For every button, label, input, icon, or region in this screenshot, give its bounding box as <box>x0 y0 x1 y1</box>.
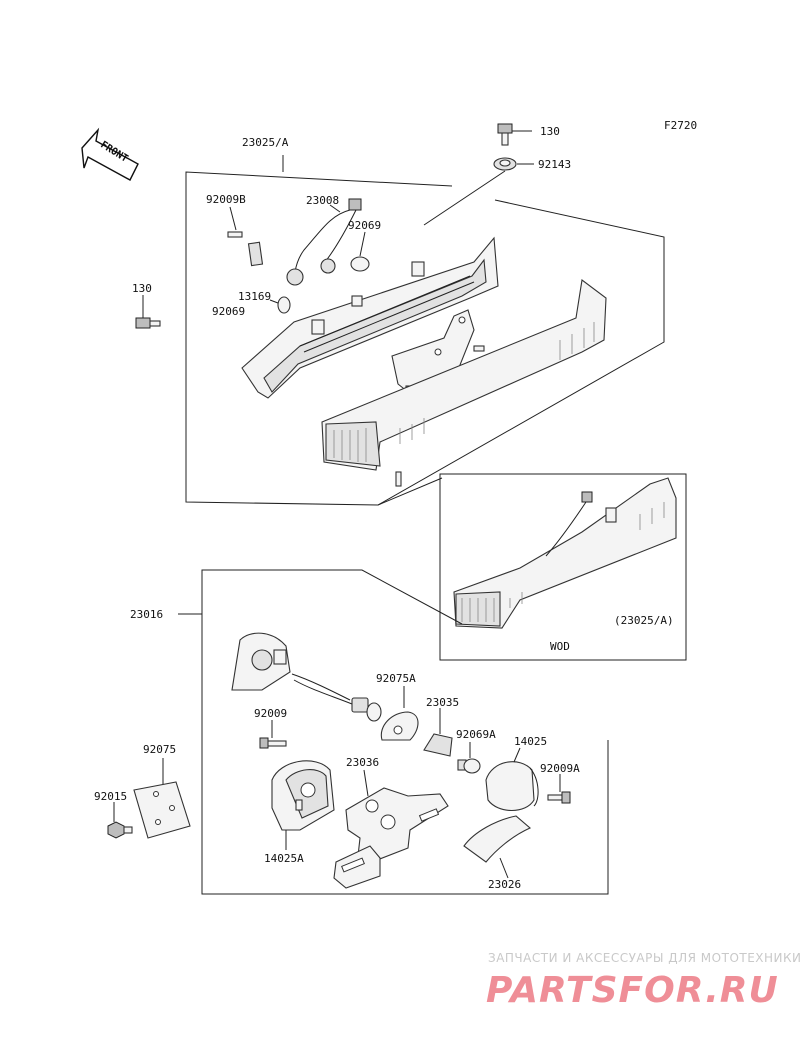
label-92069a: 92069A <box>456 728 496 741</box>
inset-ref-label: (23025/A) <box>614 614 674 627</box>
label-23026: 23026 <box>488 878 521 891</box>
tail-lamp-housing <box>241 236 499 399</box>
label-23035: 23035 <box>426 696 459 709</box>
label-92075a: 92075A <box>376 672 416 685</box>
tail-lamp-lens <box>321 279 607 487</box>
label-23016: 23016 <box>130 608 163 621</box>
inset-variant-label: WOD <box>550 640 570 653</box>
grommet-92143 <box>423 157 534 226</box>
watermark-tagline: ЗАПЧАСТИ И АКСЕССУАРЫ ДЛЯ МОТОТЕХНИКИ <box>488 951 800 965</box>
label-23025a: 23025/A <box>242 136 289 149</box>
lens-14025 <box>485 747 539 812</box>
wod-inset-box <box>439 473 687 661</box>
lamp-socket-wiring <box>291 673 382 722</box>
socket-23035 <box>423 708 453 757</box>
front-arrow-icon: FRONT <box>81 127 139 181</box>
bolt-130-top <box>497 123 532 146</box>
label-23008: 23008 <box>306 194 339 207</box>
bolt-130-left <box>135 295 161 329</box>
bulb-13169 <box>269 296 291 314</box>
label-23036: 23036 <box>346 756 379 769</box>
label-130-top: 130 <box>540 125 560 138</box>
figure-code: F2720 <box>664 119 697 132</box>
screw-92009 <box>259 720 287 749</box>
gasket-92075a <box>380 686 419 741</box>
screw-92009b <box>227 206 264 267</box>
label-92075: 92075 <box>143 743 176 756</box>
cover-14025a <box>271 760 335 850</box>
nut-92015 <box>107 802 133 839</box>
pad-92075 <box>133 758 191 839</box>
label-92143: 92143 <box>538 158 571 171</box>
label-92069-bottom: 92069 <box>212 305 245 318</box>
license-lamp-housing <box>231 632 291 691</box>
bulb-92069a <box>457 742 481 774</box>
label-130-left: 130 <box>132 282 152 295</box>
label-92009a: 92009A <box>540 762 580 775</box>
label-13169: 13169 <box>238 290 271 303</box>
group-outline-23025a <box>185 155 665 506</box>
label-92015: 92015 <box>94 790 127 803</box>
label-14025: 14025 <box>514 735 547 748</box>
watermark: ЗАПЧАСТИ И АКСЕССУАРЫ ДЛЯ МОТОТЕХНИКИ PA… <box>486 951 800 1011</box>
screw-92009a <box>547 774 571 804</box>
label-14025a: 14025A <box>264 852 304 865</box>
label-92009b: 92009B <box>206 193 246 206</box>
wiring-harness-23008 <box>286 198 370 286</box>
label-92069-top: 92069 <box>348 219 381 232</box>
watermark-logo: PARTSFOR.RU <box>486 970 779 1011</box>
gasket-23026 <box>463 815 532 879</box>
bracket-23036 <box>333 769 449 889</box>
group-outline-23016 <box>178 569 609 895</box>
label-92009: 92009 <box>254 707 287 720</box>
